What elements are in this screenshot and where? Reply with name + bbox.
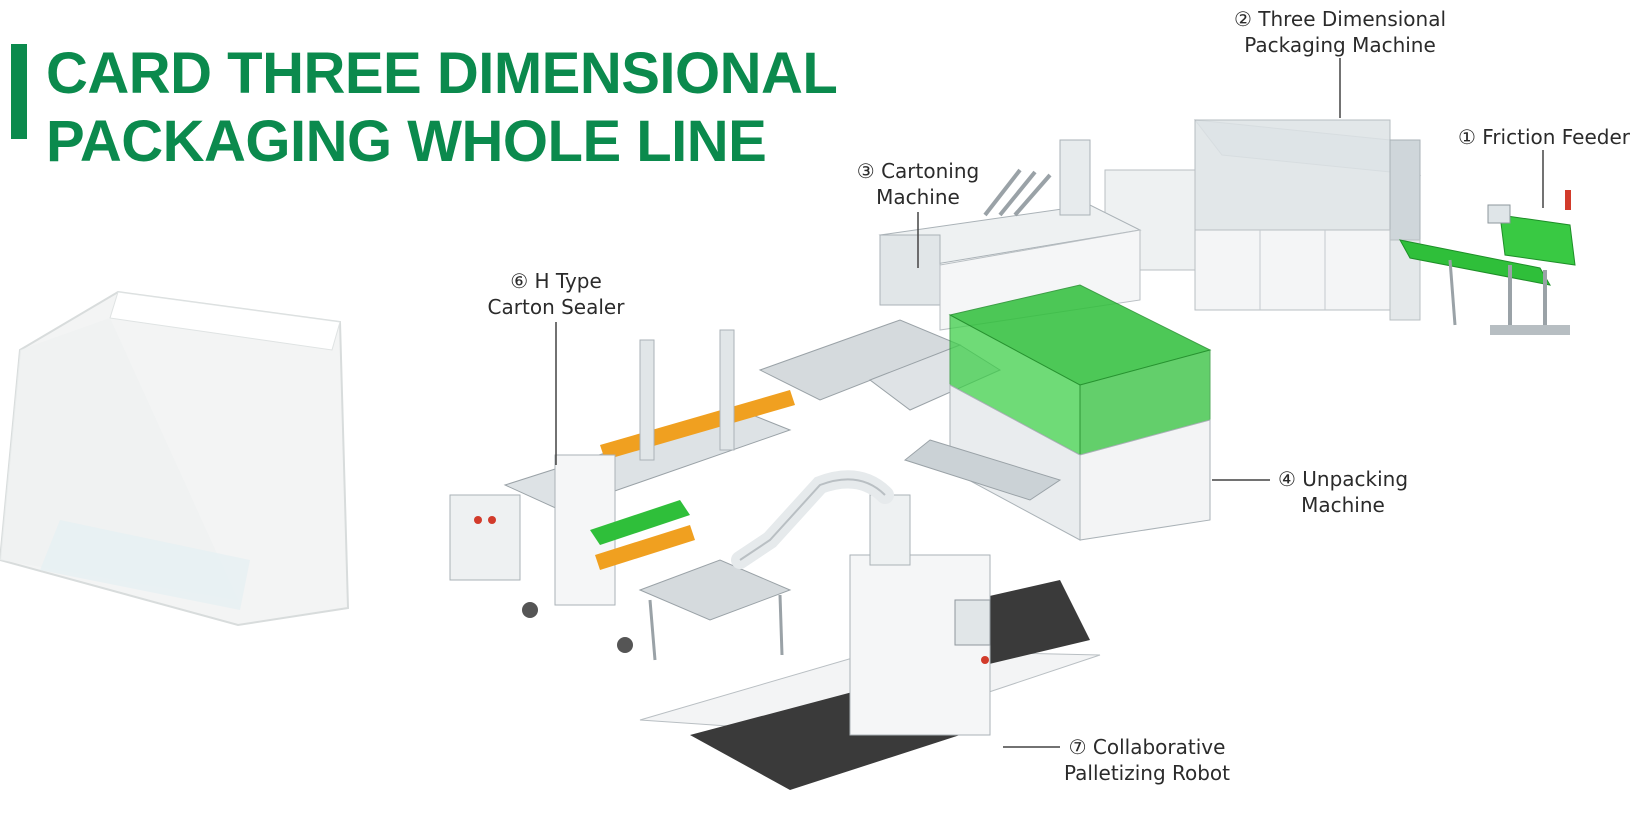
page-title: CARD THREE DIMENSIONAL PACKAGING WHOLE L… xyxy=(46,40,838,176)
label-three-dim-line-2: Packaging Machine xyxy=(1244,33,1436,57)
unpacking-machine xyxy=(903,284,1212,541)
label-collaborative-palletizing-robot: ⑦ Collaborative Palletizing Robot xyxy=(1054,734,1240,786)
label-friction-feeder-text: ① Friction Feeder xyxy=(1457,125,1631,149)
h-type-carton-sealer xyxy=(449,329,795,653)
label-cartoning-line-1: ③ Cartoning xyxy=(856,159,980,183)
friction-feeder-machine xyxy=(1399,190,1576,335)
title-line-2: PACKAGING WHOLE LINE xyxy=(46,109,767,174)
title-accent-bar xyxy=(11,44,27,139)
label-three-dim-line-1: ② Three Dimensional xyxy=(1233,7,1447,31)
label-friction-feeder: ① Friction Feeder xyxy=(1444,124,1644,150)
label-cartoning-line-2: Machine xyxy=(876,185,960,209)
label-three-dimensional-packaging-machine: ② Three Dimensional Packaging Machine xyxy=(1224,6,1456,58)
label-robot-line-1: ⑦ Collaborative xyxy=(1068,735,1226,759)
title-line-1: CARD THREE DIMENSIONAL xyxy=(46,41,838,106)
label-unpacking-machine: ④ Unpacking Machine xyxy=(1268,466,1418,518)
label-h-type-carton-sealer: ⑥ H Type Carton Sealer xyxy=(476,268,636,320)
collaborative-palletizing-robot xyxy=(639,470,1101,790)
label-sealer-line-1: ⑥ H Type xyxy=(510,269,602,293)
label-cartoning-machine: ③ Cartoning Machine xyxy=(848,158,988,210)
label-robot-line-2: Palletizing Robot xyxy=(1063,761,1231,785)
label-unpacking-line-1: ④ Unpacking xyxy=(1277,467,1409,491)
three-dimensional-packaging-machine xyxy=(1104,119,1422,321)
wrapped-card-pack xyxy=(0,290,350,627)
label-sealer-line-2: Carton Sealer xyxy=(487,295,625,319)
callout-leader-lines xyxy=(555,58,1544,748)
label-unpacking-line-2: Machine xyxy=(1301,493,1385,517)
roller-table xyxy=(638,559,792,661)
